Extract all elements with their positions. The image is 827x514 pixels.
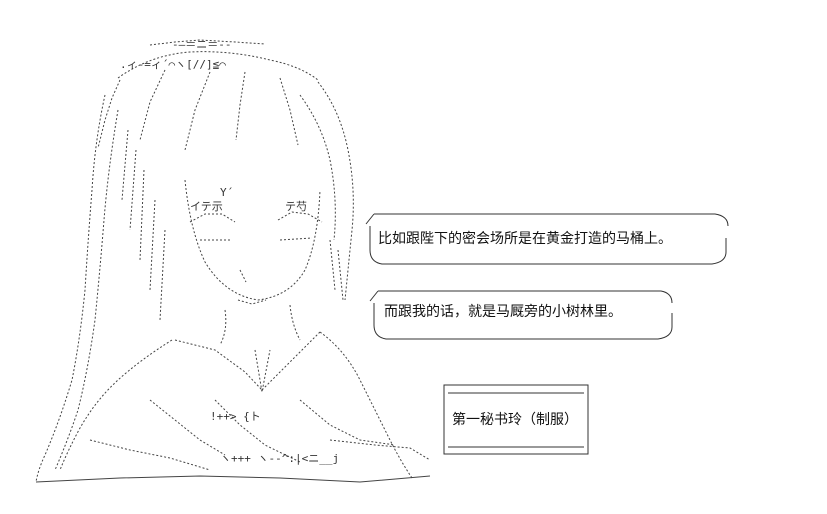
neck (219, 304, 301, 346)
hair-bangs (97, 69, 299, 151)
face-shadow (239, 269, 247, 283)
hair-crown-left (117, 51, 319, 81)
hair-right-inner (299, 94, 336, 241)
aa-glyph-eyes-right: テ芍 (285, 200, 307, 213)
face-outline (184, 179, 321, 301)
hair-left-inner (54, 109, 119, 471)
speech-bubble-2-frame (369, 290, 673, 340)
speech-bubble-2: 而跟我的话，就是马厩旁的小树林里。 (366, 283, 676, 341)
bottom-edge (35, 475, 431, 483)
uniform-fold-4 (89, 439, 211, 471)
eye-left (189, 213, 236, 223)
speech-bubble-1: 比如跟陛下的密会场所是在黄金打造的马桶上。 (360, 208, 730, 266)
hair-right-outline (317, 81, 354, 301)
speech-line-1: 比如跟陛下的密会场所是在黄金打造的马桶上。 (378, 231, 672, 247)
collar-left (174, 339, 263, 391)
aa-glyph-lower: !++> {ト (210, 410, 261, 423)
eye-right-lower (279, 237, 313, 241)
hair-top-stroke (149, 39, 266, 46)
eye-right (277, 211, 323, 223)
mouth (237, 299, 267, 305)
aa-glyph-mid: Y´ (220, 186, 233, 199)
speech-line-2: 而跟我的话，就是马厩旁的小树林里。 (384, 304, 622, 320)
uniform-fold-3 (299, 399, 396, 446)
collar-right (261, 331, 321, 391)
aa-glyph-top: -‒＝ニ＝-- (172, 38, 232, 51)
shoulder-right (319, 331, 413, 479)
shoulder-left (59, 339, 173, 471)
aa-glyph-crown: .ィ-=ィ´⌒ヽ[//]≦⌒ (120, 58, 226, 71)
uniform-fold-1 (149, 399, 226, 456)
hair-strands-right (329, 239, 344, 301)
tie (254, 349, 271, 393)
lapel-line (329, 439, 431, 461)
speech-bubble-1-frame (365, 213, 729, 265)
aa-glyph-eyes: イテ示 (190, 200, 223, 213)
character-name-plate: 第一秘书玲（制服） (442, 383, 590, 456)
aa-glyph-hem: ヽ+++ ヽ--^:|<ニ__j (220, 452, 339, 465)
hair-left-outline (35, 94, 106, 483)
name-plate-frame (443, 384, 589, 455)
uniform-fold-2 (214, 399, 301, 463)
hair-strands-left (121, 129, 166, 321)
character-name: 第一秘书玲（制服） (452, 412, 578, 428)
